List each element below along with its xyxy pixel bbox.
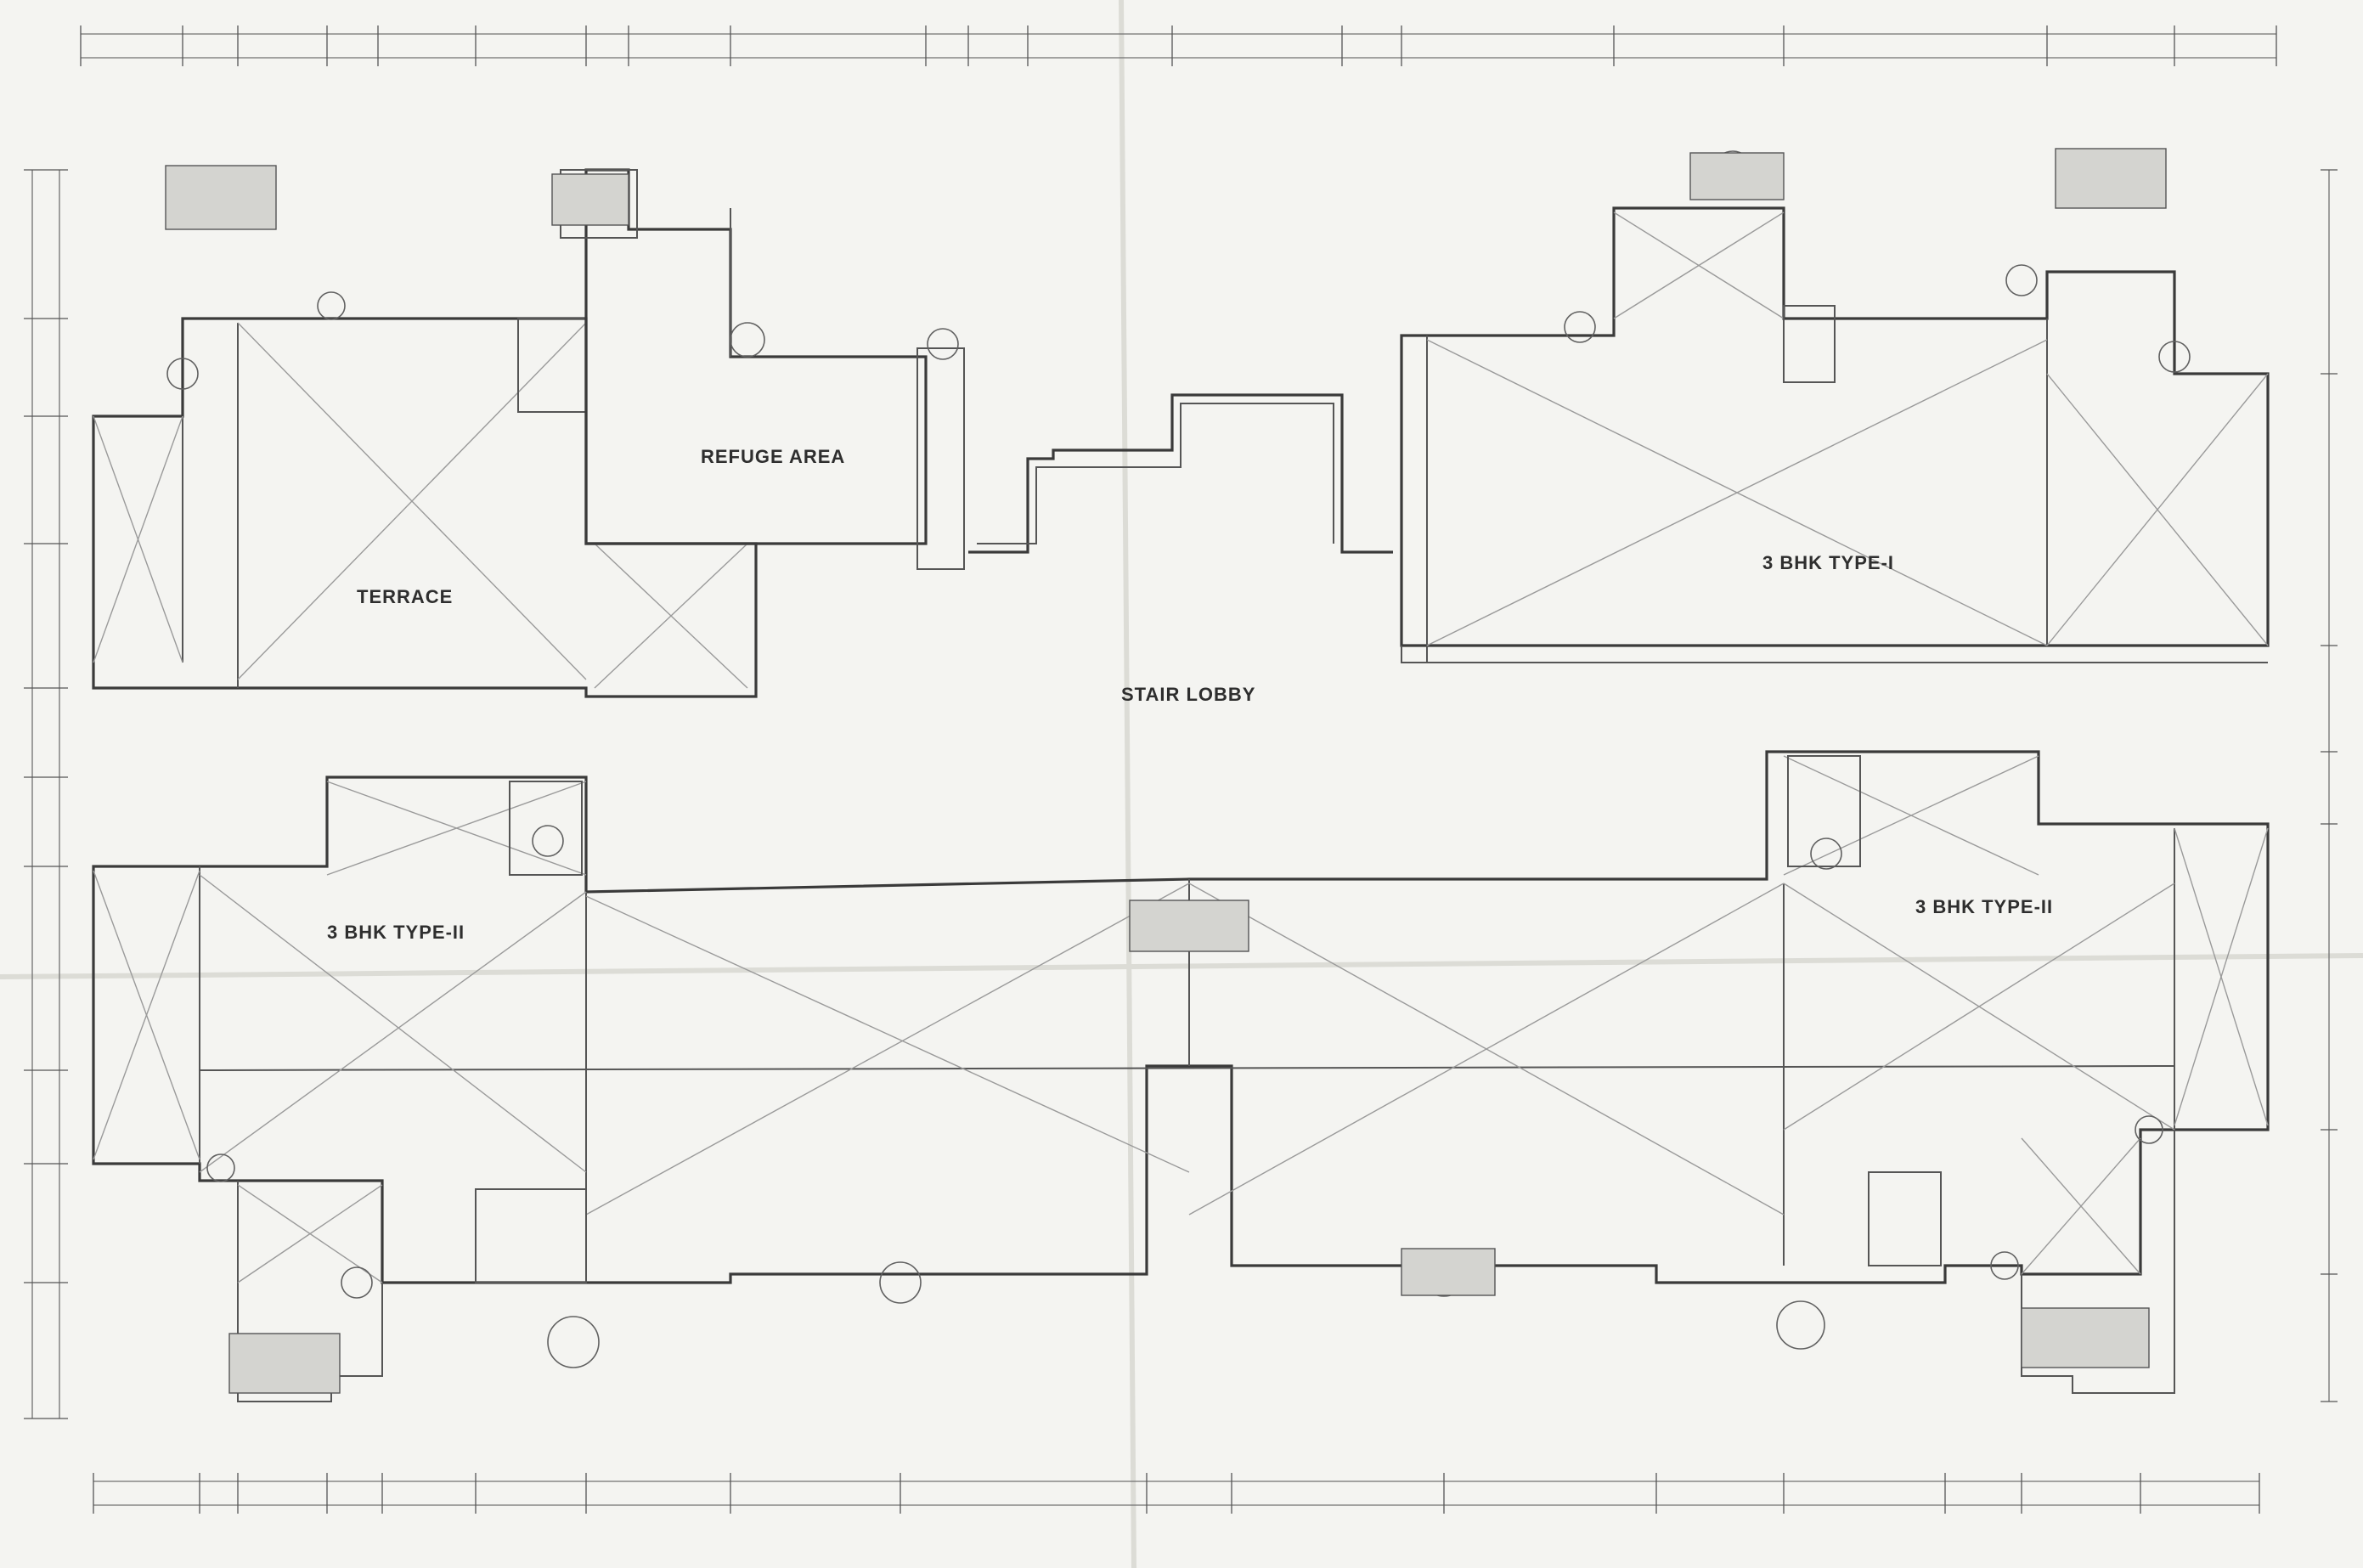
room-label-3bhk-type-1: 3 BHK TYPE-I: [1762, 552, 1894, 573]
refuge-area-block: [560, 168, 965, 570]
room-label-refuge-area: REFUGE AREA: [701, 446, 845, 467]
right-dimension-chain: [2321, 169, 2338, 1402]
stair-lobby-corridor: [968, 393, 1393, 554]
top-dimension-chain: [80, 25, 2277, 66]
lower-main-block: [92, 750, 2270, 1284]
room-label-stair-lobby: STAIR LOBBY: [1121, 684, 1255, 705]
upper-right-block: [1400, 206, 2270, 663]
room-label-terrace: TERRACE: [357, 586, 453, 607]
plumbing-fixtures: [165, 148, 2191, 1394]
room-label-3bhk-type-2-left: 3 BHK TYPE-II: [327, 922, 465, 943]
left-dimension-chain: [24, 169, 68, 1419]
room-label-3bhk-type-2-right: 3 BHK TYPE-II: [1915, 896, 2053, 917]
bottom-dimension-chain: [93, 1473, 2260, 1514]
upper-left-block: [92, 317, 758, 698]
